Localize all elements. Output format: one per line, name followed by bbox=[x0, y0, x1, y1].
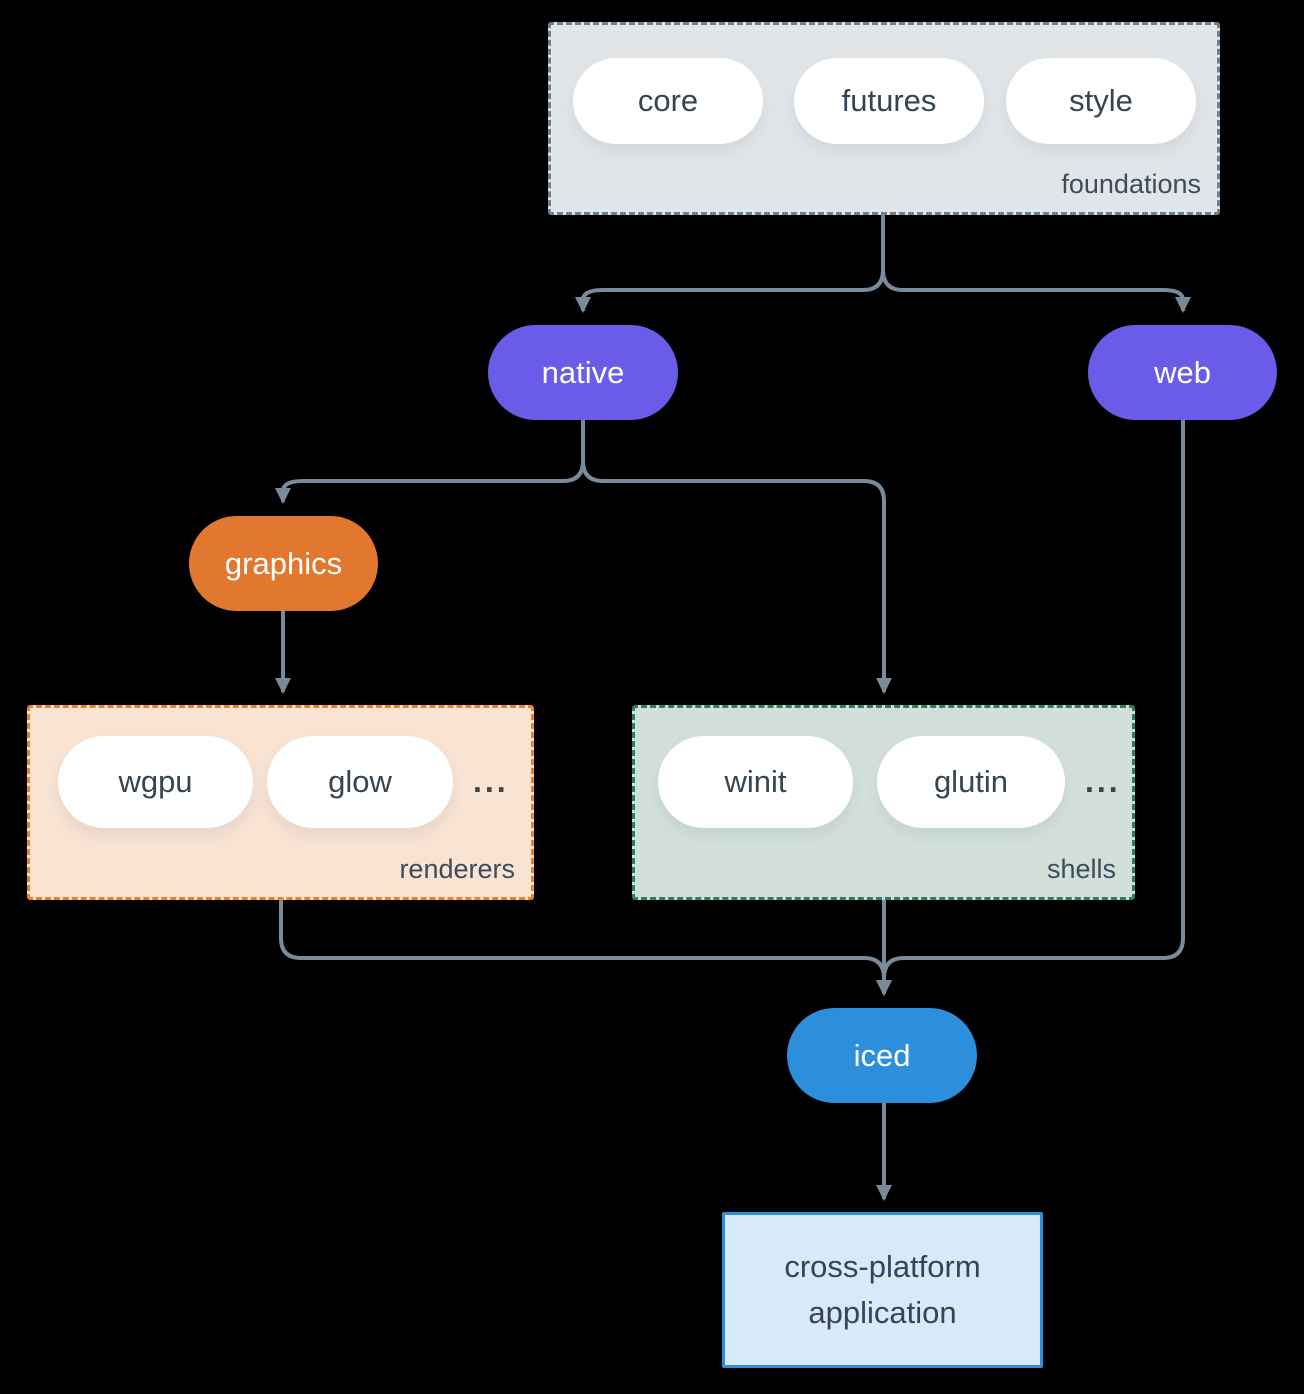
application-label-line2: application bbox=[808, 1295, 957, 1330]
pill-core-label: core bbox=[637, 83, 699, 118]
pill-core: core bbox=[573, 58, 763, 144]
pill-style-label: style bbox=[1069, 83, 1133, 118]
renderers-label: renderers bbox=[399, 854, 515, 884]
pill-futures: futures bbox=[794, 58, 984, 144]
edge-native-shells bbox=[581, 420, 892, 694]
foundations-group: core futures style foundations bbox=[548, 22, 1220, 215]
renderers-group: wgpu glow ... renderers bbox=[27, 705, 534, 900]
application-box: cross-platform application bbox=[722, 1212, 1043, 1368]
iced-label: iced bbox=[853, 1037, 911, 1073]
pill-wgpu-label: wgpu bbox=[118, 764, 193, 799]
pill-wgpu: wgpu bbox=[58, 736, 253, 828]
edge-renderers-iced bbox=[279, 900, 892, 996]
pill-winit-label: winit bbox=[724, 764, 787, 799]
web-label: web bbox=[1154, 354, 1211, 390]
edge-native-graphics bbox=[275, 420, 585, 504]
renderers-ellipsis: ... bbox=[473, 763, 509, 799]
graphics-node: graphics bbox=[189, 516, 378, 611]
graphics-label: graphics bbox=[224, 545, 343, 581]
foundations-label: foundations bbox=[1061, 169, 1201, 199]
pill-glow: glow bbox=[267, 736, 453, 828]
pill-glow-label: glow bbox=[328, 764, 392, 799]
pill-glutin: glutin bbox=[877, 736, 1065, 828]
iced-node: iced bbox=[787, 1008, 977, 1103]
shells-label: shells bbox=[1046, 854, 1116, 884]
edge-foundations-native bbox=[575, 215, 885, 313]
native-label: native bbox=[541, 354, 625, 390]
pill-glutin-label: glutin bbox=[933, 764, 1009, 799]
native-node: native bbox=[488, 325, 678, 420]
application-label-line1: cross-platform bbox=[784, 1248, 981, 1284]
edge-foundations-web bbox=[881, 215, 1191, 313]
web-node: web bbox=[1088, 325, 1277, 420]
shells-group: winit glutin ... shells bbox=[632, 705, 1135, 900]
pill-winit: winit bbox=[658, 736, 853, 828]
pill-futures-label: futures bbox=[841, 83, 937, 118]
shells-ellipsis: ... bbox=[1085, 763, 1121, 799]
pill-style: style bbox=[1006, 58, 1196, 144]
